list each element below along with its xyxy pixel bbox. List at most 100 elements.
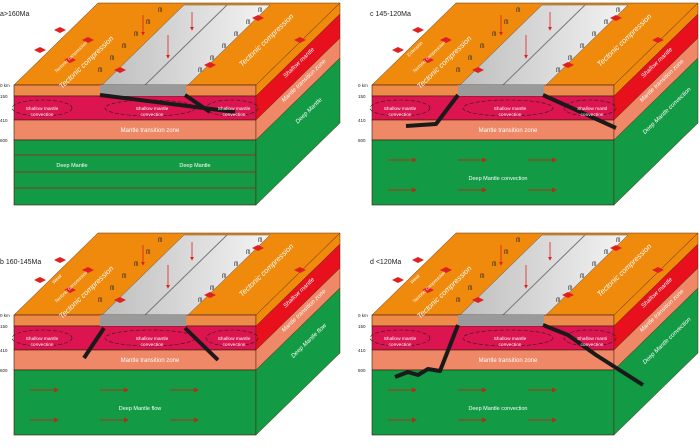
compression-arrow-icon: [440, 267, 452, 273]
depth-label: 410: [358, 118, 366, 123]
transition-zone-label: Mantle transition zone: [121, 128, 180, 134]
convection-label: convection: [389, 342, 412, 348]
front-shallow-mantle: [13, 325, 257, 351]
front-deep-mantle: [371, 139, 615, 206]
convection-label: Shallow mantle: [384, 336, 417, 342]
convection-label: Shallow mantle: [136, 336, 169, 342]
convection-label: convection: [499, 112, 522, 118]
side-deep-mantle: [255, 57, 341, 206]
convection-cell: [11, 329, 73, 347]
mountain-icon: ᗰ: [604, 19, 609, 26]
trench-front: [458, 85, 544, 96]
mountain-icon: ᗰ: [616, 237, 621, 244]
mountain-icon: ᗰ: [198, 297, 203, 304]
depth-label: 150: [0, 324, 8, 329]
mountain-icon: ᗰ: [158, 237, 163, 244]
mountain-icon: ᗰ: [504, 19, 509, 26]
compression-arrow-icon: [472, 67, 484, 73]
subducting-slab: [99, 93, 236, 114]
convection-label: convection: [389, 112, 412, 118]
compression-arrow-icon: [422, 287, 434, 293]
compression-arrow-icon: [440, 37, 452, 43]
compression-arrow-icon: [610, 245, 622, 251]
convection-cell: [462, 329, 554, 347]
mountain-icon: ᗰ: [258, 237, 263, 244]
convection-label: convection: [31, 112, 54, 118]
mountain-icon: ᗰ: [98, 297, 103, 304]
compression-arrow-icon: [472, 297, 484, 303]
convection-label: Shallow mantle: [494, 336, 527, 342]
mountain-icon: ᗰ: [568, 285, 573, 292]
mountain-icon: ᗰ: [210, 285, 215, 292]
compression-arrow-icon: [652, 267, 664, 273]
mountain-icon: ᗰ: [480, 43, 485, 50]
trench-front: [458, 315, 544, 326]
mountain-icon: ᗰ: [222, 43, 227, 50]
convection-label: Shallow mantle: [218, 106, 251, 112]
mountain-icon: ᗰ: [568, 55, 573, 62]
convection-label: Shallow mantle: [26, 336, 59, 342]
convection-label: convection: [223, 342, 246, 348]
mountain-icon: ᗰ: [592, 261, 597, 268]
deep-mantle-label: Deep Mantle convection: [468, 406, 527, 412]
trench-front: [100, 85, 186, 96]
compression-arrow-icon: [610, 15, 622, 21]
convection-cell: [563, 99, 617, 117]
side-deep-mantle: [613, 287, 699, 436]
convection-label: convection: [31, 342, 54, 348]
subducting-slab: [183, 93, 212, 114]
deep-mantle-label: Deep Mantle: [56, 163, 87, 169]
compression-arrow-icon: [652, 37, 664, 43]
depth-label: 600: [0, 368, 8, 373]
mountain-icon: ᗰ: [122, 43, 127, 50]
convection-label: convection: [581, 112, 604, 118]
mountain-icon: ᗰ: [516, 7, 521, 14]
convection-label: Shallow mantle: [26, 106, 59, 112]
depth-label: 600: [358, 138, 366, 143]
mountain-icon: ᗰ: [556, 297, 561, 304]
depth-label: 410: [0, 118, 8, 123]
compression-arrow-icon: [252, 245, 264, 251]
convection-cell: [369, 329, 431, 347]
compression-arrow-icon: [64, 287, 76, 293]
convection-cell: [11, 99, 73, 117]
subducting-slab: [542, 323, 645, 387]
mountain-icon: ᗰ: [146, 249, 151, 256]
mountain-icon: ᗰ: [580, 273, 585, 280]
convection-label: convection: [499, 342, 522, 348]
side-deep-mantle: [255, 287, 341, 436]
compression-arrow-icon: [392, 47, 404, 53]
mountain-icon: ᗰ: [198, 67, 203, 74]
mountain-icon: ᗰ: [480, 273, 485, 280]
depth-label: 150: [358, 324, 366, 329]
depth-label: 0 km: [358, 313, 368, 318]
mountain-icon: ᗰ: [110, 55, 115, 62]
mountain-icon: ᗰ: [456, 297, 461, 304]
convection-cell: [563, 329, 617, 347]
compression-arrow-icon: [64, 57, 76, 63]
front-deep-mantle: [13, 369, 257, 436]
trench-axis: [142, 4, 228, 88]
mountain-icon: ᗰ: [246, 249, 251, 256]
transition-zone-label: Mantle transition zone: [479, 128, 538, 134]
convection-cell: [462, 99, 554, 117]
depth-label: 410: [0, 348, 8, 353]
convection-label: Shallow mantl: [577, 106, 607, 112]
transition-zone-label: Mantle transition zone: [479, 358, 538, 364]
deep-mantle-label: Deep Mantle convection: [468, 176, 527, 182]
depth-label: 150: [358, 94, 366, 99]
mountain-icon: ᗰ: [468, 55, 473, 62]
panel-title: b 160-145Ma: [0, 259, 41, 266]
convection-label: Shallow manti: [577, 336, 607, 342]
deep-mantle-label: Deep Mantle: [179, 163, 210, 169]
mountain-icon: ᗰ: [210, 55, 215, 62]
mountain-icon: ᗰ: [222, 273, 227, 280]
compression-arrow-icon: [34, 277, 46, 283]
